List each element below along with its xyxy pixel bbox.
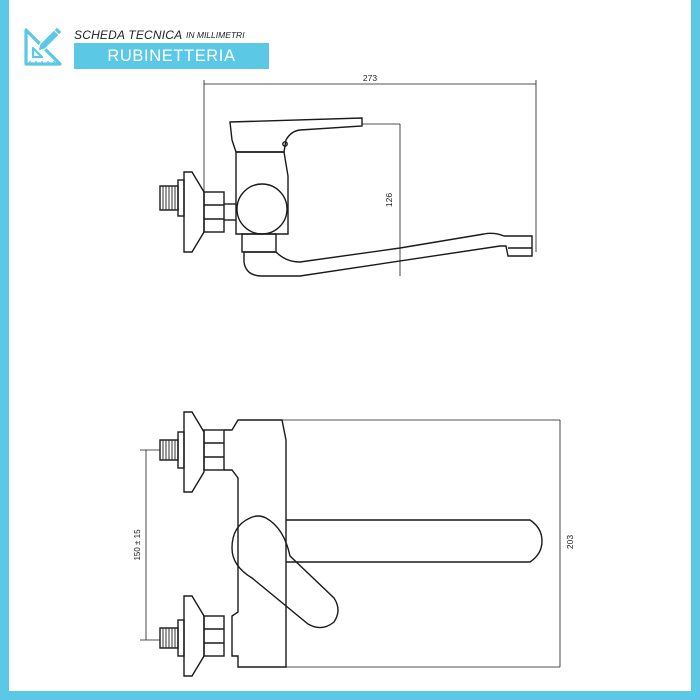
technical-drawing-set-square-icon: [24, 26, 63, 66]
dimension-label-length: 273: [363, 73, 377, 83]
side-threaded-inlet: [159, 179, 185, 217]
unit-note: IN MILLIMETRI: [186, 30, 245, 40]
top-upper-inlet: [159, 411, 225, 493]
sheet-title: SCHEDA TECNICA: [74, 28, 183, 42]
dimension-label-inlet-spacing: 150 ± 15: [133, 529, 142, 561]
dimension-label-height: 126: [384, 193, 394, 207]
category-label: RUBINETTERIA: [107, 46, 236, 65]
sheet-header: SCHEDA TECNICA IN MILLIMETRI RUBINETTERI…: [24, 24, 284, 72]
top-view: 150 ± 15 203: [133, 411, 575, 677]
top-mixer-body: [224, 419, 287, 668]
frame-bottom-border: [0, 691, 700, 700]
side-mixer-body: [235, 151, 289, 235]
side-view: 273 126: [159, 73, 537, 277]
side-lever-handle: [229, 117, 363, 153]
top-lever-handle: [231, 515, 339, 629]
side-spout-collar: [241, 233, 277, 253]
side-hex-nut: [203, 191, 225, 233]
side-wall-rosette: [183, 171, 205, 253]
category-banner: RUBINETTERIA: [74, 43, 269, 69]
top-lower-inlet: [159, 595, 225, 677]
top-spout: [286, 519, 543, 563]
dimension-label-depth: 203: [565, 535, 575, 549]
frame-left-border: [0, 0, 9, 700]
frame-right-border: [691, 0, 700, 700]
side-spout: [243, 232, 533, 277]
side-body-cap: [236, 183, 288, 235]
